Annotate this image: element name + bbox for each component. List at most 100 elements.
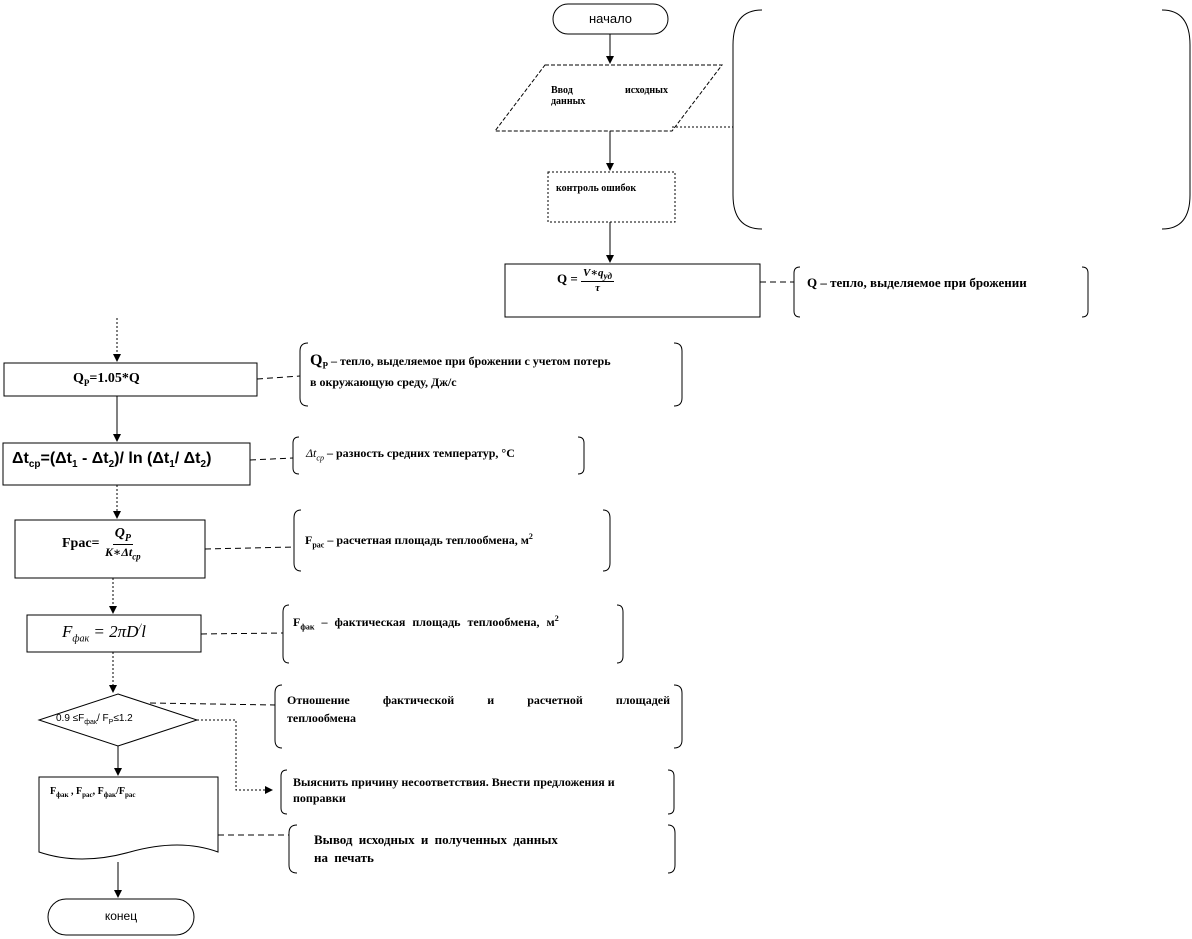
decision-comment-line1: Отношение фактической и расчетной площад…: [287, 693, 670, 707]
decision-label: 0.9 ≤Fфак/ FP≤1.2: [56, 713, 133, 726]
dt-comment-bracket: [292, 436, 585, 475]
dt-formula-p1: Δt: [12, 450, 29, 467]
dt-formula-p5: / Δt: [174, 450, 201, 467]
input-label-line1: Ввод исходных: [551, 85, 668, 96]
mismatch-line2: поправки: [293, 791, 346, 805]
output-s1: фак: [56, 791, 69, 799]
dt-formula-s1: ср: [28, 459, 41, 471]
mismatch-line1: Выяснить причину несоответствия. Внести …: [293, 775, 615, 789]
end-label: конец: [104, 909, 138, 923]
dt-formula-p3: - Δt: [77, 450, 109, 467]
decision-s1: фак: [84, 719, 97, 726]
ffact-comment-sub: фак: [300, 622, 315, 632]
output-f1: F: [50, 786, 57, 797]
connector-qp-comment: [256, 375, 301, 380]
decision-p1: 0.9 ≤F: [56, 713, 85, 724]
ffact-formula: Fфак = 2πD/l: [62, 622, 146, 644]
frac-formula-num: Q: [114, 526, 125, 541]
error-check-box: [547, 171, 676, 223]
ffact-formula-sup: /: [138, 622, 142, 634]
start-label: начало: [588, 11, 633, 26]
frac-formula: Fрас= QP K∗Δtср: [62, 526, 143, 561]
qp-comment: QP – тепло, выделяемое при брожении с уч…: [310, 352, 611, 391]
frac-comment-sub: рас: [312, 540, 325, 550]
connector-dt-comment: [249, 457, 294, 461]
output-doc-label: Fфак , Fрас, Fфак/Fрас: [50, 786, 136, 799]
dt-formula: Δtср=(Δt1 - Δt2)/ ln (Δt1/ Δt2): [12, 450, 211, 470]
frac-formula-lhs: Fрас=: [62, 535, 100, 551]
print-comment-bracket: [288, 824, 676, 874]
frac-comment: Fрас – расчетная площадь теплообмена, м2: [305, 532, 533, 549]
decision-comment-bracket: [274, 684, 683, 749]
output-s2: рас: [82, 791, 93, 799]
frac-comment-bracket: [293, 509, 611, 572]
dt-comment: Δtср – разность средних температур, °С: [306, 446, 515, 462]
ffact-comment-text: – фактическая площадь теплообмена, м: [314, 615, 555, 629]
mismatch-text: Выяснить причину несоответствия. Внести …: [293, 774, 615, 806]
q-comment: Q – тепло, выделяемое при брожении: [807, 275, 1027, 290]
error-check-label: контроль ошибок: [556, 183, 637, 194]
ffact-formula-rest: = 2πD: [89, 622, 139, 641]
qp-comment-sub: P: [322, 360, 328, 371]
qp-formula-sub: P: [83, 377, 90, 388]
dt-formula-box: [2, 442, 251, 486]
large-comment-bracket: [732, 9, 1191, 230]
output-sep3: /F: [116, 786, 125, 797]
ffact-comment-bracket: [282, 604, 624, 664]
print-comment: Вывод исходных и полученных данных на пе…: [314, 831, 558, 867]
decision-s2: P: [108, 719, 114, 726]
ffact-formula-tail: l: [141, 622, 146, 641]
q-formula-num: V∗q: [583, 267, 604, 279]
dt-comment-text: – разность средних температур, °С: [323, 446, 515, 460]
qp-comment-sym: Q: [310, 352, 323, 369]
q-formula-num-sub: уд: [603, 271, 613, 282]
dt-comment-sym: Δt: [306, 446, 317, 460]
decision-comment-line2: теплообмена: [287, 711, 357, 725]
mismatch-comment-bracket: [280, 769, 675, 815]
frac-comment-sup: 2: [528, 532, 533, 541]
qp-formula: QP=1.05*Q: [73, 371, 140, 388]
arrow-decision-mismatch: [197, 719, 273, 794]
input-data-parallelogram: [493, 64, 724, 132]
decision-p2: / F: [97, 713, 109, 724]
qp-comment-line2: в окружающую среду, Дж/с: [310, 375, 457, 390]
ffact-comment-sup: 2: [554, 614, 559, 623]
connector-ffact-comment: [200, 632, 284, 635]
ffact-formula-sub: фак: [72, 633, 90, 645]
qp-comment-line1: – тепло, выделяемое при брожении с учето…: [327, 354, 611, 368]
dt-formula-s5: 2: [200, 459, 207, 471]
print-comment-line2: на печать: [314, 850, 374, 865]
output-document-shape: [38, 776, 219, 860]
decision-p3: ≤1.2: [113, 713, 133, 724]
q-formula: Q = V∗qуд τ: [557, 266, 615, 294]
output-sep1: , F: [68, 786, 83, 797]
dt-formula-s4: 1: [169, 459, 175, 471]
dt-formula-s2: 1: [72, 459, 78, 471]
frac-comment-text: – расчетная площадь теплообмена, м: [324, 533, 529, 547]
frac-formula-num-sub: P: [124, 532, 131, 544]
ffact-comment: Fфак – фактическая площадь теплообмена, …: [293, 614, 559, 631]
qp-formula-rest: =1.05*Q: [89, 371, 140, 386]
frac-formula-den: K∗Δt: [105, 544, 133, 559]
frac-comment-sym: F: [305, 533, 313, 547]
dt-formula-p4: )/ ln (Δt: [114, 450, 170, 467]
output-s4: рас: [125, 791, 136, 799]
print-comment-line1: Вывод исходных и полученных данных: [314, 832, 558, 847]
dt-formula-p2: =(Δt: [40, 450, 73, 467]
frac-formula-den-sub: ср: [132, 551, 141, 562]
q-formula-box: [504, 263, 761, 318]
input-label: Ввод исходных данных: [551, 85, 668, 107]
dt-comment-sub: ср: [316, 453, 324, 463]
input-label-line2: данных: [551, 96, 586, 107]
dt-formula-s3: 2: [108, 459, 115, 471]
connector-frac-comment: [204, 546, 295, 550]
connector-decision-comment: [149, 702, 276, 706]
output-sep2: , F: [92, 786, 104, 797]
qp-comment-bracket: [299, 342, 683, 407]
ffact-comment-sym: F: [293, 615, 301, 629]
dt-formula-p6: ): [206, 450, 212, 467]
qp-formula-sym: Q: [73, 371, 84, 386]
q-formula-lhs: Q =: [557, 271, 578, 287]
ffact-formula-sym: F: [62, 622, 73, 641]
